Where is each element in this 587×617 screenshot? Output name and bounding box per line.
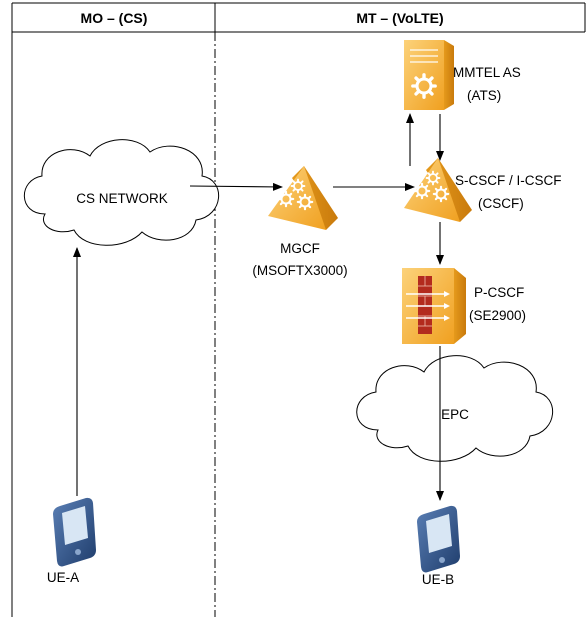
ue-a-label: UE-A [47, 570, 79, 585]
pcscf-sublabel: (SE2900) [469, 308, 526, 323]
cscf-label: S-CSCF / I-CSCF [455, 173, 562, 188]
cscf-sublabel: (CSCF) [478, 196, 524, 211]
mgcf-sublabel: (MSOFTX3000) [252, 263, 347, 278]
pcscf-label: P-CSCF [474, 285, 524, 300]
ue-a-phone-icon [53, 497, 96, 567]
cs-network-cloud-icon [23, 139, 219, 246]
pcscf-firewall-icon [402, 268, 466, 344]
mgcf-label: MGCF [280, 241, 320, 256]
mmtel-as-label: MMTEL AS [453, 65, 521, 80]
mmtel-as-sublabel: (ATS) [467, 88, 501, 103]
cscf-server-icon [404, 158, 472, 222]
epc-label: EPC [441, 407, 469, 422]
header-mt: MT – (VoLTE) [356, 10, 443, 26]
header-mo: MO – (CS) [81, 10, 148, 26]
arrow-csnetwork-to-mgcf [189, 182, 283, 191]
mgcf-server-icon [268, 166, 338, 230]
mmtel-as-server-icon [404, 40, 454, 110]
ue-b-phone-icon [417, 505, 460, 573]
cs-network-label: CS NETWORK [76, 191, 168, 206]
epc-cloud-icon [356, 355, 553, 462]
ue-b-label: UE-B [422, 572, 454, 587]
frame [11, 2, 586, 617]
